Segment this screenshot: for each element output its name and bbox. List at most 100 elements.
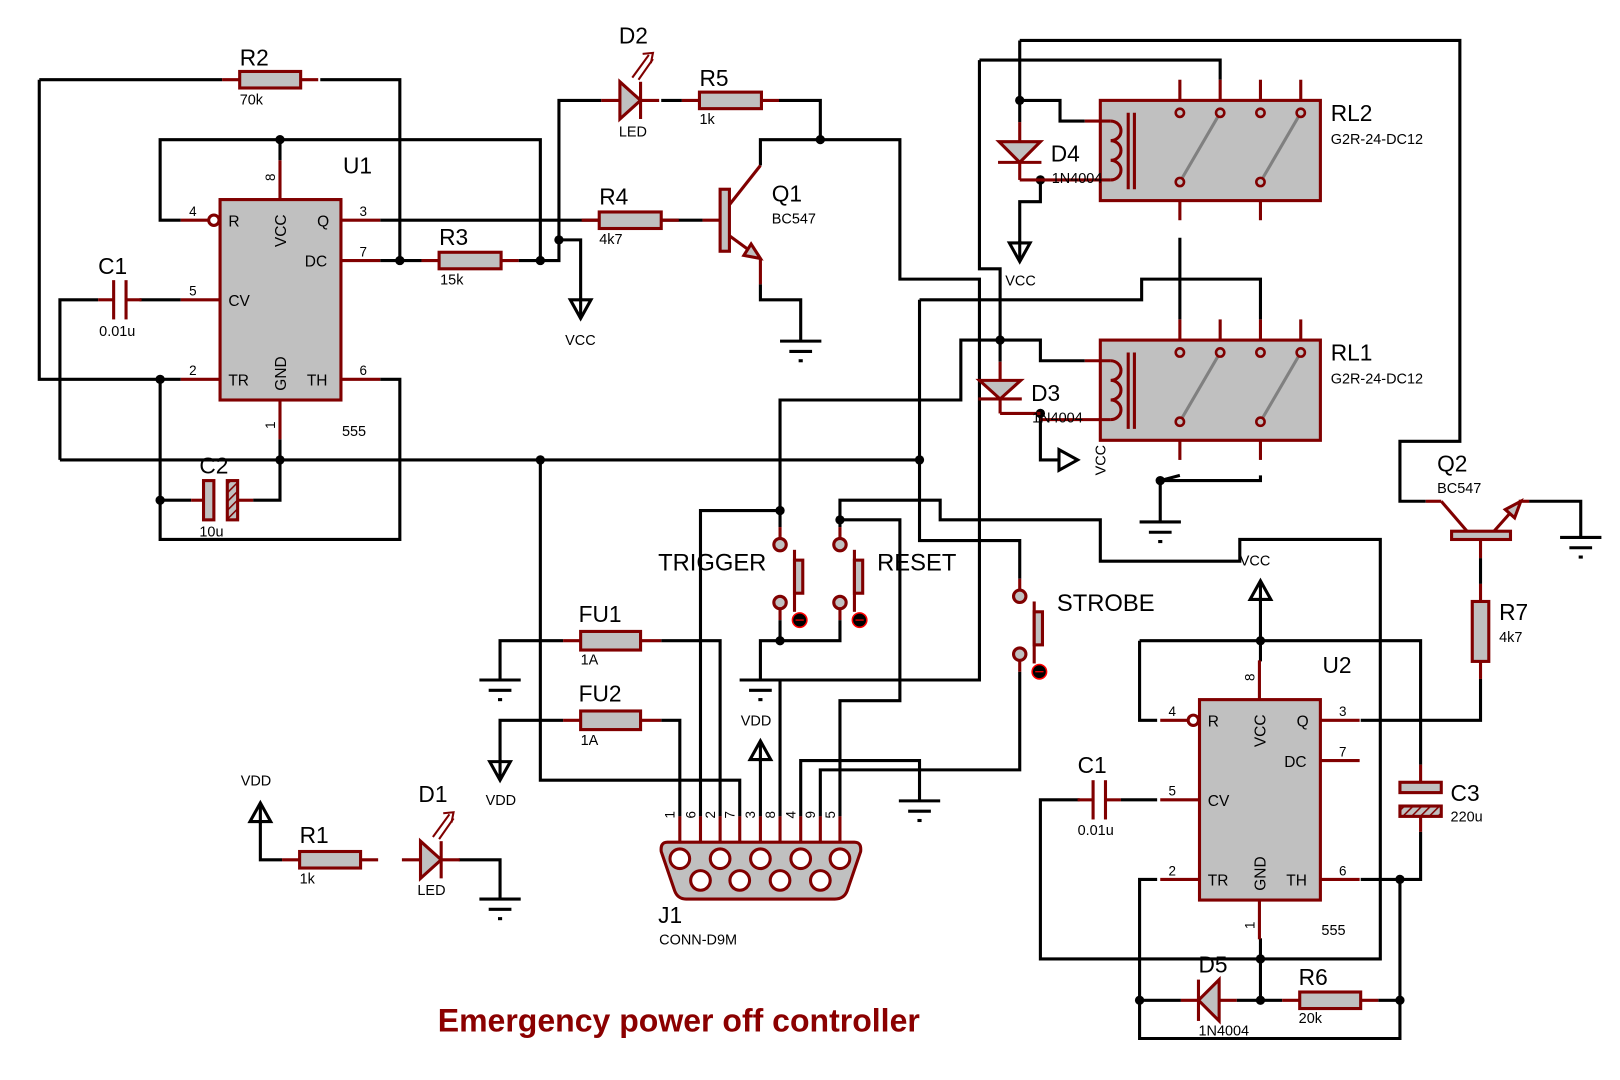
junction-dot	[815, 135, 825, 145]
relay-switch-arm	[1259, 112, 1303, 183]
connector-pin	[728, 869, 752, 892]
r2-ref: R2	[240, 44, 269, 70]
wire	[917, 299, 1022, 579]
c1b-value: 0.01u	[1078, 823, 1114, 839]
power-arrow-icon	[1057, 446, 1081, 473]
diode-triangle	[618, 78, 643, 123]
reset-label: RESET	[877, 549, 956, 576]
wire	[1018, 179, 1042, 243]
collector	[1440, 500, 1469, 533]
wire	[661, 639, 722, 817]
light-arrow-icon	[642, 51, 655, 64]
junction-dot	[535, 455, 545, 465]
j1-ref: J1	[658, 902, 682, 928]
relay-contact	[1295, 107, 1307, 119]
emitter-arrow-icon	[1502, 497, 1524, 521]
relay-contact	[1174, 347, 1186, 358]
capacitor-plate	[1398, 780, 1443, 795]
rl2-ref: RL2	[1331, 100, 1373, 126]
pin-label-vcc: VCC	[273, 214, 290, 247]
wire	[977, 60, 1002, 362]
junction-dot	[1395, 874, 1405, 885]
vdd-label-j1: VDD	[741, 713, 772, 729]
wire	[1138, 640, 1158, 722]
r1-value: 1k	[300, 872, 316, 888]
junction-dot	[1255, 636, 1266, 646]
relay-switch-arm	[1178, 112, 1222, 183]
resistor-body	[298, 849, 363, 870]
capacitor-c3	[1398, 764, 1443, 832]
c1b-ref: C1	[1078, 752, 1107, 778]
relay-contact	[1255, 416, 1266, 428]
connector-pin	[708, 847, 732, 871]
wire	[158, 138, 542, 261]
r4-ref: R4	[599, 184, 628, 210]
pin-label-th: TH	[307, 373, 328, 390]
vdd-arrow-down-icon	[487, 759, 514, 784]
d5-ref: D5	[1198, 951, 1227, 977]
rl2-value: G2R-24-DC12	[1331, 132, 1423, 148]
wire	[1138, 831, 1423, 1041]
r1-ref: R1	[300, 822, 329, 848]
wire	[818, 671, 1022, 817]
r7-value: 4k7	[1499, 630, 1522, 646]
transistor-q1	[702, 164, 764, 285]
wire	[37, 79, 181, 381]
capacitor-c1-u1	[98, 280, 142, 320]
fu1-ref: FU1	[579, 601, 622, 627]
vcc-arrow-down-icon	[567, 297, 594, 322]
junction-dot	[155, 495, 165, 505]
wire	[498, 639, 564, 680]
junction-dot	[1255, 995, 1266, 1005]
r7-ref: R7	[1499, 599, 1528, 625]
wire	[1038, 413, 1059, 462]
wire	[158, 377, 402, 542]
fu2-ref: FU2	[579, 681, 622, 707]
capacitor-c1-u2	[1077, 780, 1121, 820]
junction-dot	[1035, 408, 1046, 419]
vcc-arrow-up-icon	[1247, 577, 1274, 602]
junction-dot	[995, 335, 1005, 345]
d4-value: 1N4004	[1052, 171, 1103, 187]
fuse-body	[579, 629, 643, 652]
vcc-arrow-down-icon	[1006, 240, 1033, 265]
wire	[1360, 678, 1483, 722]
connector-pin-number: 6	[683, 811, 698, 818]
light-arrow-icon	[631, 54, 650, 79]
u1-value: 555	[342, 424, 366, 440]
d5-value: 1N4004	[1198, 1023, 1249, 1039]
pin-number-7: 7	[1339, 744, 1346, 759]
ground-icon	[1139, 520, 1181, 544]
r6-value: 20k	[1299, 1011, 1323, 1027]
ic-body	[218, 198, 343, 402]
wire	[838, 498, 1382, 961]
switch-trigger[interactable]	[772, 527, 808, 629]
connector-pin	[808, 869, 832, 892]
switch-contact	[1011, 646, 1028, 662]
relay-contact	[1174, 416, 1186, 428]
q1-value: BC547	[772, 211, 816, 227]
switch-reset[interactable]	[832, 527, 868, 629]
r3-value: 15k	[440, 272, 464, 288]
junction-dot	[155, 374, 165, 384]
led-d1	[401, 811, 460, 882]
junction-dot	[275, 455, 285, 465]
switch-strobe[interactable]	[1011, 578, 1048, 680]
relay-contact	[1255, 107, 1266, 119]
junction-dot	[1015, 95, 1025, 106]
wire	[458, 858, 502, 900]
diode-d5	[1180, 975, 1237, 1025]
vcc-arrow-right-icon	[1057, 446, 1081, 473]
junction-dot	[395, 255, 405, 266]
pin-label-th: TH	[1286, 873, 1307, 890]
fu1-value: 1A	[581, 652, 599, 668]
diode-d4	[995, 122, 1045, 180]
pin-number-3: 3	[1339, 704, 1346, 719]
pin-label-tr: TR	[228, 373, 249, 390]
connector-pin	[828, 847, 852, 871]
wire	[979, 58, 1222, 80]
junction-dot	[1255, 954, 1266, 964]
diode-triangle	[1196, 975, 1221, 1025]
